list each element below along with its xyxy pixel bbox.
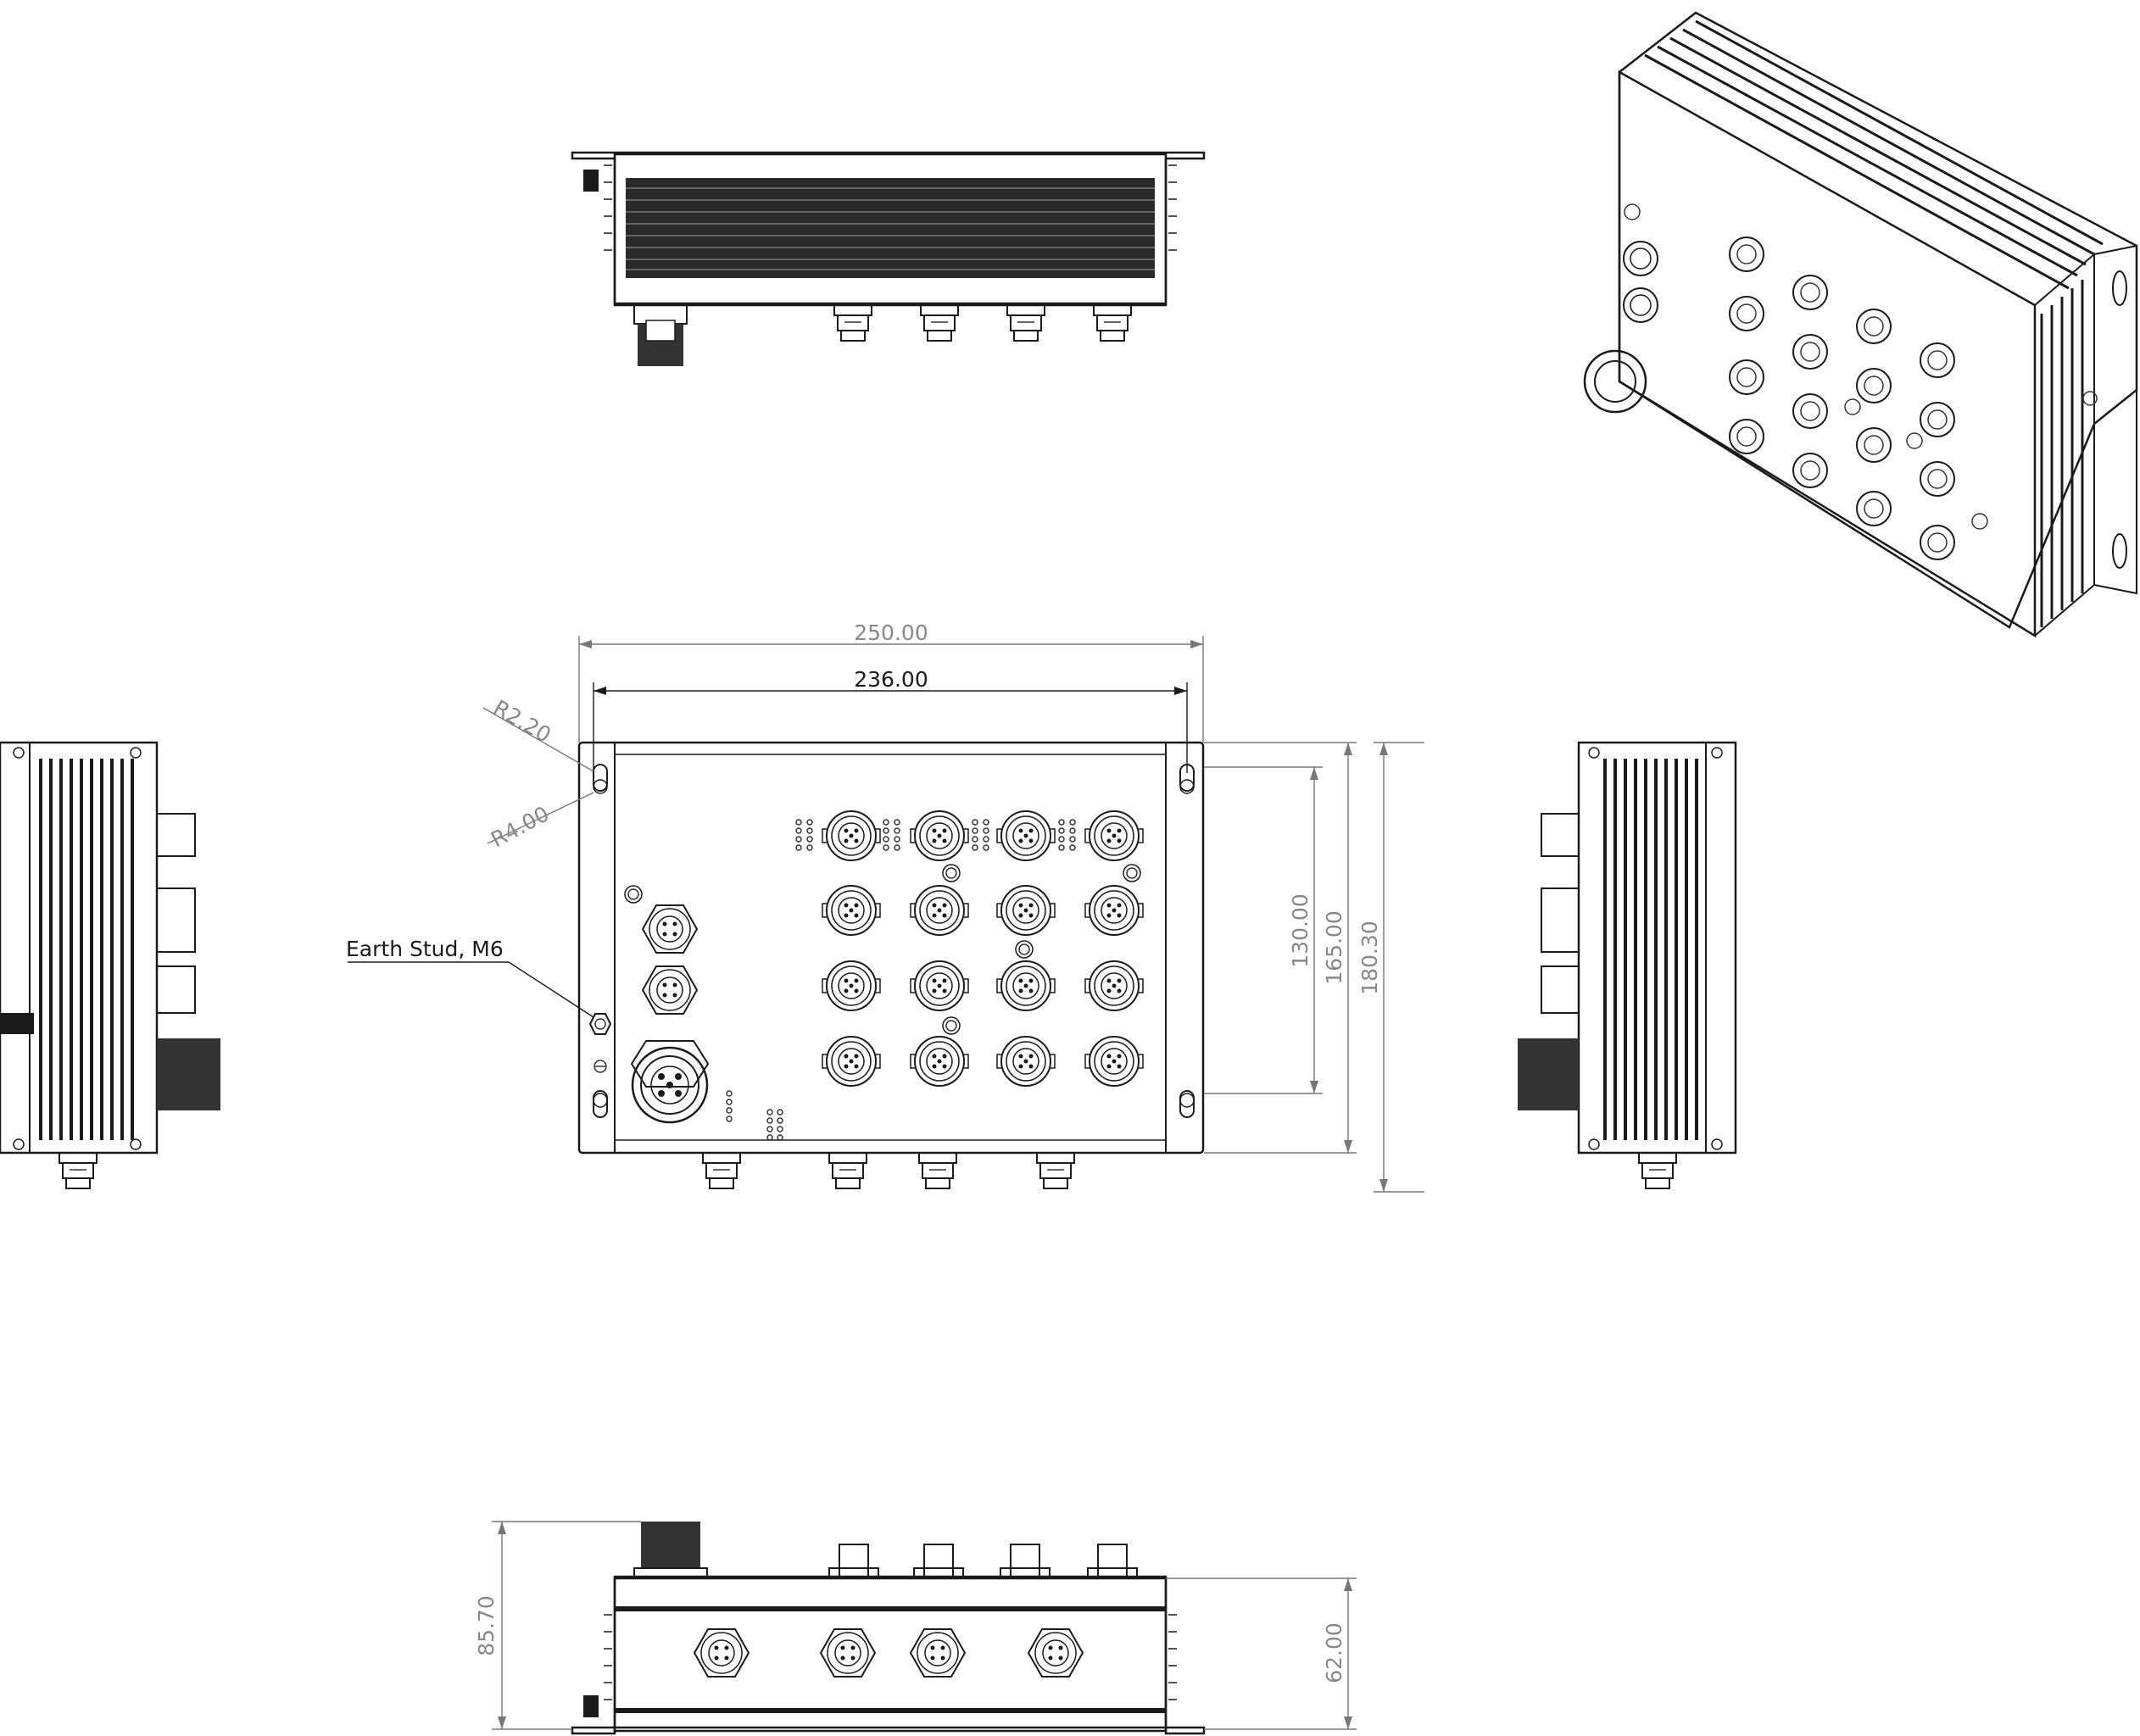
heatsink-fins-right	[1603, 759, 1698, 1140]
bottom-stubs	[828, 1544, 1138, 1579]
front-connectors	[642, 810, 1144, 1087]
dim-mount-pitch: 236.00	[854, 667, 928, 692]
dim-overall-width: 250.00	[854, 620, 928, 645]
right-side-view	[1518, 741, 1737, 1189]
mounting-slots	[593, 764, 1195, 1118]
dimension-lines-front	[348, 636, 1424, 1193]
power-connector-bottom	[633, 1522, 708, 1579]
dim-depth-total: 85.70	[474, 1595, 499, 1656]
iso-connectors	[1583, 203, 2098, 560]
earth-stud	[588, 1013, 612, 1073]
earth-stud-label: Earth Stud, M6	[346, 937, 504, 961]
dim-height-outer: 180.30	[1357, 921, 1382, 994]
left-side-view	[0, 741, 220, 1189]
power-connector-front	[630, 1040, 710, 1124]
dim-radius-large: R4.00	[487, 801, 553, 852]
dim-height-inner: 130.00	[1288, 893, 1312, 967]
dim-radius-small: R2.20	[489, 695, 555, 748]
heatsink-fins-top	[626, 178, 1155, 278]
dim-depth-body: 62.00	[1322, 1622, 1346, 1683]
dimension-lines-bottom	[492, 1521, 1357, 1730]
power-connector-top	[633, 304, 688, 366]
status-indicators	[624, 819, 1141, 1141]
bottom-view	[492, 1521, 1357, 1735]
front-view	[348, 636, 1424, 1193]
isometric-view	[1583, 11, 2138, 638]
heatsink-fins-iso	[1644, 19, 2104, 627]
dim-height-mid: 165.00	[1322, 910, 1346, 984]
heatsink-fins-left	[39, 759, 134, 1140]
top-view	[571, 151, 1206, 366]
